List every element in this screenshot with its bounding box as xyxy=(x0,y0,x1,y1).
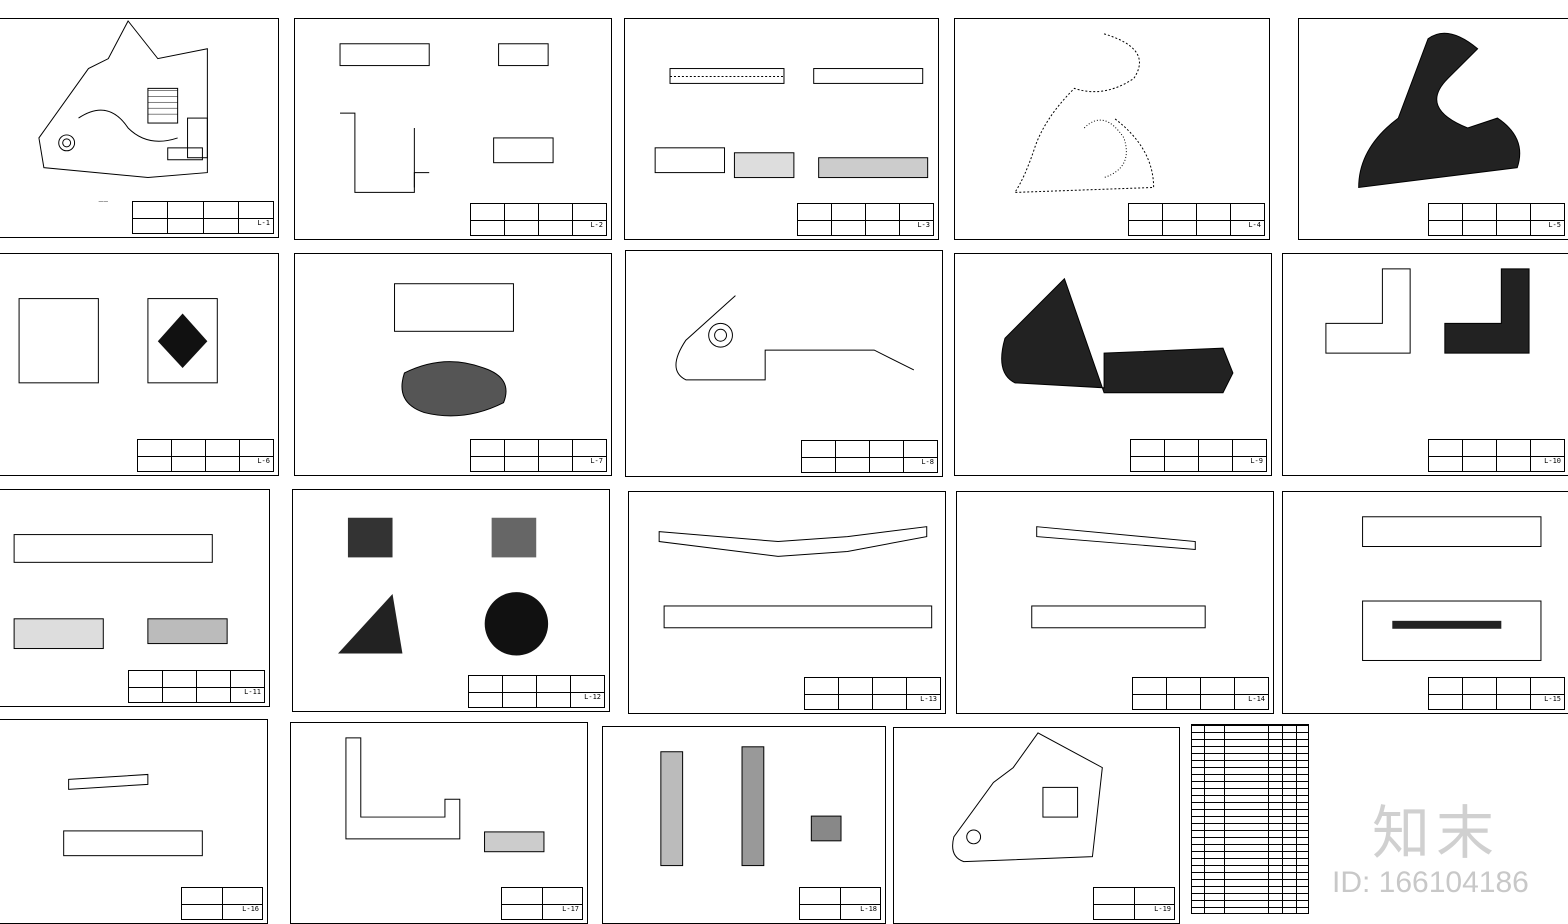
sheet-code: L-11 xyxy=(243,688,262,696)
drawing-sheet-outline[interactable]: L-8 xyxy=(625,250,943,477)
sheet-code: L-2 xyxy=(589,221,604,229)
drawing-sheet-textures[interactable]: L-12 xyxy=(292,489,610,712)
sheet-code: L-4 xyxy=(1247,221,1262,229)
drawing-sheet-wall[interactable]: L-15 xyxy=(1282,491,1568,714)
sheet-code: L-5 xyxy=(1547,221,1562,229)
strip-drawing xyxy=(13,534,228,650)
watermark-id: ID: 166104186 xyxy=(1332,866,1529,899)
sheet-code: L-17 xyxy=(561,905,580,913)
drawing-sheet-site-plan[interactable]: —— L-1 xyxy=(0,18,279,238)
rockery-drawing xyxy=(394,283,514,417)
steps-drawing xyxy=(345,737,545,853)
sheet-code: L-13 xyxy=(919,695,938,703)
wall-drawing xyxy=(1362,516,1542,661)
svg-text:——: —— xyxy=(98,198,108,204)
drawing-sheet-strip[interactable]: L-11 xyxy=(0,489,270,707)
sheet-code: L-14 xyxy=(1247,695,1266,703)
sheet-code: L-18 xyxy=(859,905,878,913)
drawing-sheet-steps[interactable]: L-17 xyxy=(290,722,588,924)
sheet-code: L-6 xyxy=(256,457,271,465)
drawing-sheet-rockery[interactable]: L-7 xyxy=(294,253,612,476)
site-plan-drawing: —— xyxy=(38,20,208,204)
drawing-sheet-bench[interactable]: L-16 xyxy=(0,719,268,924)
sheet-code: L-1 xyxy=(256,219,271,227)
section-drawing xyxy=(654,68,929,179)
drawing-sheet-elevation[interactable]: L-13 xyxy=(628,491,946,714)
drawing-sheet-grid[interactable]: L-6 xyxy=(0,253,279,476)
hatch-drawing xyxy=(1001,277,1234,394)
elevation-drawing xyxy=(658,526,933,629)
drawing-sheet-facade[interactable]: L-14 xyxy=(956,491,1274,714)
sheet-code: L-16 xyxy=(241,905,260,913)
paving-drawing xyxy=(1358,32,1521,189)
sheet-code: L-10 xyxy=(1543,457,1562,465)
drawing-sheet-pattern[interactable]: L-10 xyxy=(1282,253,1568,476)
sheet-code: L-3 xyxy=(916,221,931,229)
drawing-index-table xyxy=(1191,724,1309,914)
column-drawing xyxy=(660,746,842,867)
planting-drawing xyxy=(1013,33,1155,193)
facade-drawing xyxy=(1031,526,1206,629)
pattern-drawing xyxy=(1325,268,1530,354)
grid-drawing xyxy=(18,298,218,384)
sheet-code: L-12 xyxy=(583,693,602,701)
sheet-code: L-8 xyxy=(920,458,935,466)
bench-drawing xyxy=(63,773,203,857)
drawing-sheet-details[interactable]: L-2 xyxy=(294,18,612,240)
drawing-sheet-planting[interactable]: L-4 xyxy=(954,18,1270,240)
drawing-sheet-column[interactable]: L-18 xyxy=(602,726,886,924)
drawing-sheet-sections[interactable]: L-3 xyxy=(624,18,939,240)
sheet-code: L-7 xyxy=(589,457,604,465)
sheet-code: L-9 xyxy=(1249,457,1264,465)
sheet-code: L-19 xyxy=(1153,905,1172,913)
watermark-logo: 知末 xyxy=(1372,799,1501,867)
sheet-code: L-15 xyxy=(1543,695,1562,703)
drawing-sheet-plan-overview[interactable]: L-19 xyxy=(893,727,1180,924)
drawing-sheet-hatch[interactable]: L-9 xyxy=(954,253,1272,476)
outline-drawing xyxy=(675,295,915,381)
detail-drawing xyxy=(339,43,554,193)
drawing-sheet-paving[interactable]: L-5 xyxy=(1298,18,1568,240)
textures-drawing xyxy=(338,517,549,656)
plan-overview-drawing xyxy=(952,732,1103,863)
